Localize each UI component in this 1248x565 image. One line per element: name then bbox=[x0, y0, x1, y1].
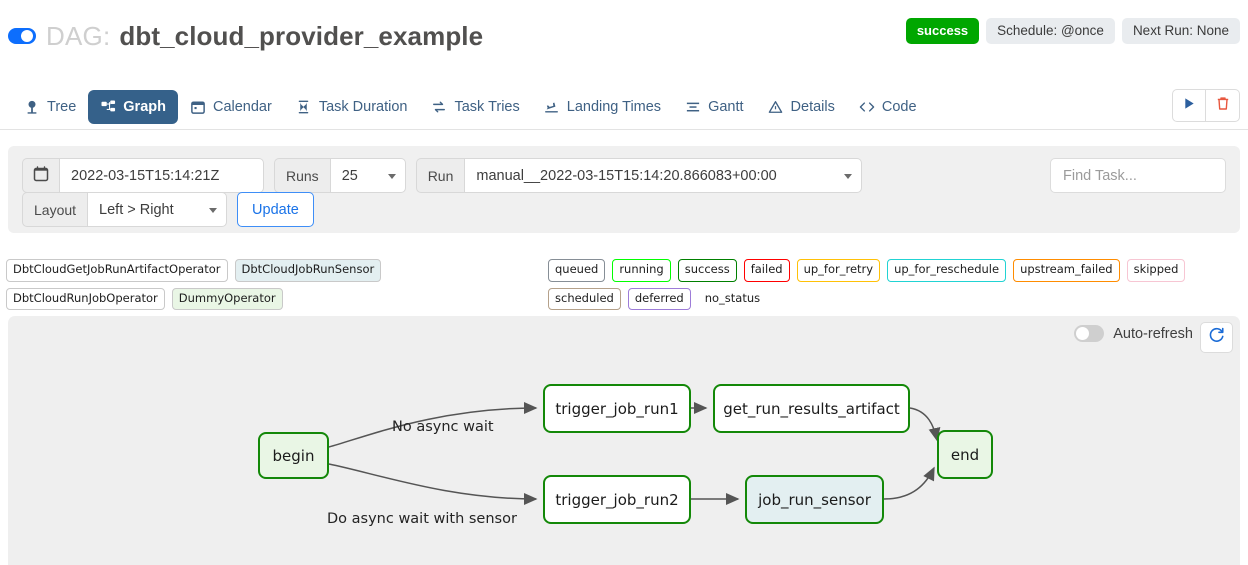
tab-label: Details bbox=[790, 99, 835, 115]
schedule-badge[interactable]: Schedule: @once bbox=[986, 18, 1115, 44]
tab-task-duration[interactable]: Task Duration bbox=[284, 90, 420, 124]
graph-node[interactable]: trigger_job_run2 bbox=[543, 475, 691, 524]
retry-icon bbox=[431, 99, 447, 115]
state-legend-chip[interactable]: up_for_retry bbox=[796, 259, 881, 282]
runs-group: Runs 25 bbox=[274, 158, 406, 193]
delete-dag-button[interactable] bbox=[1206, 89, 1240, 122]
graph-node[interactable]: trigger_job_run1 bbox=[543, 384, 691, 433]
runs-select[interactable]: 25 bbox=[329, 158, 406, 193]
tab-tree[interactable]: Tree bbox=[12, 90, 88, 124]
run-select-value: manual__2022-03-15T15:14:20.866083+00:00 bbox=[476, 167, 777, 184]
state-legend: queued running success failed up_for_retry up… bbox=[548, 259, 1248, 310]
state-legend-chip[interactable]: upstream_failed bbox=[1013, 259, 1120, 282]
dag-prefix-label: DAG: bbox=[46, 20, 111, 51]
play-icon bbox=[1183, 97, 1196, 115]
graph-panel: Auto-refresh begin trigger_job_run1 get_ru… bbox=[8, 316, 1240, 565]
page-title: dbt_cloud_provider_example bbox=[119, 20, 484, 51]
graph-edge-label: No async wait bbox=[392, 419, 494, 435]
gantt-icon bbox=[685, 99, 701, 115]
auto-refresh-toggle[interactable] bbox=[1074, 325, 1105, 342]
graph-node[interactable]: get_run_results_artifact bbox=[713, 384, 910, 433]
tab-task-tries[interactable]: Task Tries bbox=[419, 90, 531, 124]
refresh-button[interactable] bbox=[1200, 322, 1233, 353]
tab-label: Landing Times bbox=[566, 99, 662, 115]
state-legend-chip[interactable]: queued bbox=[548, 259, 606, 282]
calendar-addon[interactable] bbox=[22, 158, 59, 193]
tab-details[interactable]: Details bbox=[756, 90, 847, 124]
graph-node[interactable]: job_run_sensor bbox=[745, 475, 884, 524]
runs-label: Runs bbox=[274, 158, 330, 193]
graph-edge-label: Do async wait with sensor bbox=[327, 511, 517, 527]
state-legend-chip[interactable]: failed bbox=[743, 259, 790, 282]
dag-action-buttons bbox=[1172, 89, 1240, 122]
operator-legend-chip[interactable]: DummyOperator bbox=[171, 287, 283, 310]
dag-pause-toggle[interactable] bbox=[8, 28, 36, 44]
layout-group: Layout Left > Right bbox=[22, 192, 228, 227]
tab-landing-times[interactable]: Landing Times bbox=[532, 90, 673, 124]
operator-legend-chip[interactable]: DbtCloudJobRunSensor bbox=[234, 259, 382, 282]
state-legend-chip[interactable]: scheduled bbox=[548, 287, 621, 310]
chevron-down-icon bbox=[844, 173, 853, 179]
chevron-down-icon bbox=[209, 207, 218, 213]
execution-date-group: 2022-03-15T15:14:21Z bbox=[22, 158, 264, 193]
auto-refresh-control: Auto-refresh bbox=[1074, 325, 1193, 342]
status-badge: success bbox=[905, 18, 980, 44]
run-label: Run bbox=[415, 158, 465, 193]
tab-label: Gantt bbox=[708, 99, 744, 115]
graph-edges bbox=[328, 402, 941, 505]
runs-select-value: 25 bbox=[341, 167, 358, 184]
state-legend-chip[interactable]: up_for_reschedule bbox=[887, 259, 1007, 282]
state-legend-chip[interactable]: no_status bbox=[704, 290, 761, 305]
layout-select[interactable]: Left > Right bbox=[87, 192, 228, 227]
run-select[interactable]: manual__2022-03-15T15:14:20.866083+00:00 bbox=[464, 158, 863, 193]
next-run-badge[interactable]: Next Run: None bbox=[1121, 18, 1240, 44]
state-legend-chip[interactable]: deferred bbox=[627, 287, 691, 310]
tab-label: Task Tries bbox=[454, 99, 520, 115]
filter-row-primary: 2022-03-15T15:14:21Z Runs 25 Run manual_… bbox=[22, 158, 872, 193]
operator-legend-chip[interactable]: DbtCloudRunJobOperator bbox=[6, 287, 165, 310]
filter-row-layout: Layout Left > Right Update bbox=[22, 192, 314, 227]
state-legend-chip[interactable]: success bbox=[677, 259, 737, 282]
filter-bar: 2022-03-15T15:14:21Z Runs 25 Run manual_… bbox=[8, 146, 1240, 233]
refresh-icon bbox=[1208, 327, 1225, 349]
trash-icon bbox=[1216, 96, 1230, 116]
tab-calendar[interactable]: Calendar bbox=[178, 90, 284, 124]
graph-node[interactable]: begin bbox=[258, 432, 329, 479]
tab-label: Calendar bbox=[212, 99, 272, 115]
find-task-input[interactable]: Find Task... bbox=[1050, 158, 1226, 193]
landing-icon bbox=[544, 99, 560, 115]
tab-graph[interactable]: Graph bbox=[88, 90, 178, 124]
code-icon bbox=[859, 99, 875, 115]
layout-label: Layout bbox=[22, 192, 88, 227]
chevron-down-icon bbox=[387, 173, 396, 179]
state-legend-chip[interactable]: skipped bbox=[1126, 259, 1186, 282]
warning-triangle-icon bbox=[768, 99, 784, 115]
state-legend-chip[interactable]: running bbox=[612, 259, 671, 282]
tab-label: Task Duration bbox=[318, 99, 408, 115]
trigger-dag-button[interactable] bbox=[1172, 89, 1206, 122]
operator-legend-chip[interactable]: DbtCloudGetJobRunArtifactOperator bbox=[6, 259, 228, 282]
tab-label: Graph bbox=[123, 99, 166, 115]
tab-label: Tree bbox=[47, 99, 77, 115]
dag-header: DAG: dbt_cloud_provider_example bbox=[0, 14, 1248, 58]
tab-gantt[interactable]: Gantt bbox=[673, 90, 755, 124]
dag-header-badges: success Schedule: @once Next Run: None bbox=[905, 18, 1240, 44]
calendar-icon bbox=[33, 166, 49, 185]
hourglass-icon bbox=[296, 99, 312, 115]
tabbar-divider bbox=[0, 129, 1248, 130]
tab-code[interactable]: Code bbox=[847, 90, 929, 124]
layout-select-value: Left > Right bbox=[99, 201, 174, 218]
tree-icon bbox=[24, 99, 40, 115]
run-group: Run manual__2022-03-15T15:14:20.866083+0… bbox=[415, 158, 863, 193]
auto-refresh-label: Auto-refresh bbox=[1113, 325, 1193, 342]
update-button[interactable]: Update bbox=[237, 192, 314, 227]
graph-node[interactable]: end bbox=[937, 430, 993, 479]
calendar-icon bbox=[190, 99, 206, 115]
graph-icon bbox=[100, 99, 116, 115]
execution-date-input[interactable]: 2022-03-15T15:14:21Z bbox=[59, 158, 264, 193]
tab-label: Code bbox=[881, 99, 917, 115]
view-tabs: Tree Graph Calendar Task Duration Task T… bbox=[0, 84, 1248, 130]
